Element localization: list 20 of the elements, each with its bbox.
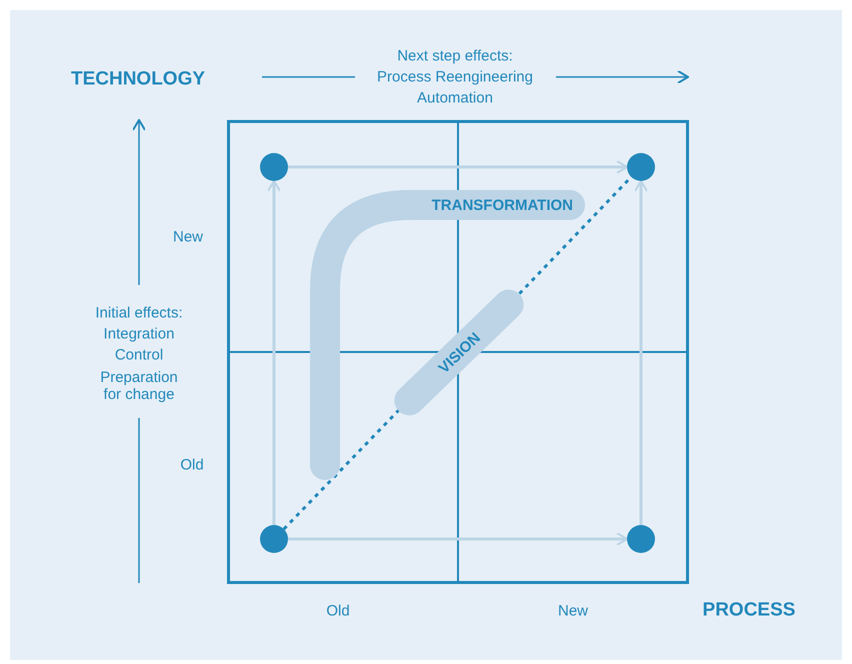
axis-note: Preparation for change xyxy=(99,369,179,403)
axis-note: Process Reengineering xyxy=(377,68,533,86)
axis-note: Initial effects: xyxy=(95,304,183,322)
axis-tick-label: Old xyxy=(180,456,204,474)
axis-tick-label: New xyxy=(558,602,588,620)
band-label: TRANSFORMATION xyxy=(410,190,585,220)
axis-note: Control xyxy=(114,346,164,364)
axis-note: Next step effects: xyxy=(397,48,513,64)
axis-note: Automation xyxy=(417,90,493,106)
dotted-line xyxy=(282,409,400,530)
matrix-frame xyxy=(227,120,689,584)
axis-note: Integration xyxy=(104,326,174,342)
axis-tick-label: New xyxy=(173,228,203,246)
axis-title: TECHNOLOGY xyxy=(70,70,206,88)
arrow xyxy=(288,532,628,546)
arrow xyxy=(267,180,281,525)
arrow xyxy=(634,180,648,525)
arrow xyxy=(288,160,628,174)
axis-tick-label: Old xyxy=(326,602,350,620)
axis-title: PROCESS xyxy=(702,602,796,618)
